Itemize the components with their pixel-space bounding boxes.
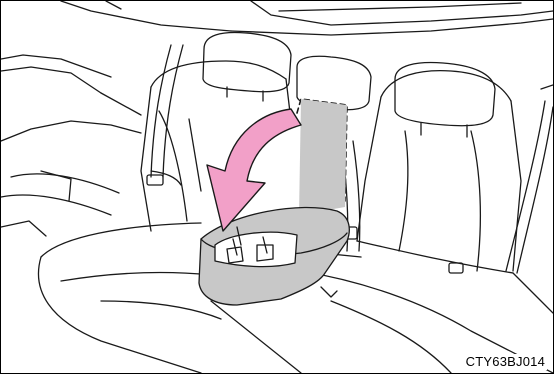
armrest-recess	[299, 99, 347, 215]
seatback-right	[357, 71, 521, 271]
headrest-left	[203, 33, 291, 101]
figure-code: CTY63BJ014	[464, 354, 547, 370]
left-door	[1, 55, 141, 236]
rear-window-frame	[61, 1, 553, 35]
headrest-right	[395, 63, 495, 137]
